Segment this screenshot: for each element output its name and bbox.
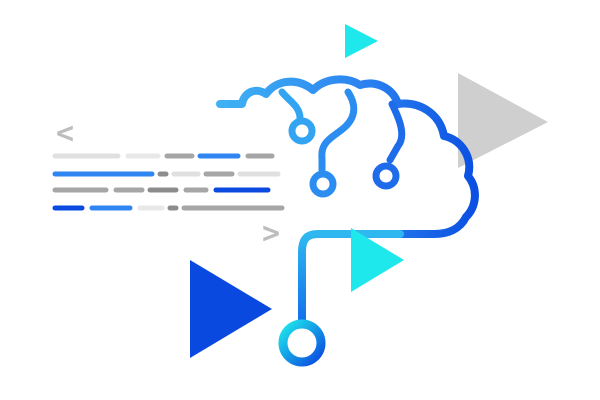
gray-triangle-icon	[458, 73, 548, 168]
code-bracket-open-icon: <	[56, 116, 74, 151]
cyan-triangle-icon	[351, 228, 404, 292]
cloud-outline	[216, 75, 479, 238]
circuit-node-left	[288, 117, 316, 145]
code-bracket-close-icon: >	[262, 216, 280, 251]
circuit-line-center	[318, 88, 358, 174]
circuit-ring-bottom	[278, 319, 326, 367]
circuit-node-right	[372, 162, 400, 190]
cyan-small-triangle-icon	[345, 24, 378, 58]
circuit-node-center	[309, 170, 337, 198]
circuit-line-right	[386, 100, 406, 164]
code-lines-icon	[52, 153, 285, 211]
cloud-stem	[298, 230, 404, 326]
circuit-line-left	[278, 88, 304, 122]
blue-triangle-icon	[190, 260, 272, 358]
